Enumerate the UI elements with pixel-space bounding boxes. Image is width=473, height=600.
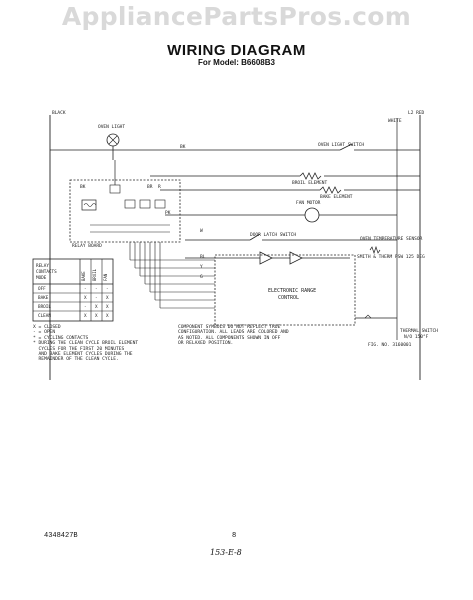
relay-table-col-fan: FAN: [103, 273, 108, 281]
relay-coil-1: [109, 184, 121, 194]
svg-text:-: -: [106, 287, 109, 292]
broil-element-icon: [299, 172, 322, 180]
label-oven-light-switch: OVEN LIGHT SWITCH: [318, 142, 364, 148]
label-fig-no: FIG. NO. 3160001: [368, 342, 412, 348]
diagram-subtitle: For Model: B6608B3: [198, 58, 275, 67]
svg-text:X: X: [106, 313, 109, 319]
relay-board-box: [69, 179, 181, 243]
label-thermal-switch: THERMAL SWITCH N/O 150°F: [400, 328, 441, 340]
relay-table-row-mode: BAKE: [38, 295, 49, 301]
component-notes: COMPONENT SYMBOLS DO NOT REFLECT TRUE CO…: [178, 325, 289, 347]
svg-text:X: X: [95, 313, 98, 319]
svg-text:-: -: [84, 287, 87, 292]
label-l2-red: L2 RED: [408, 110, 425, 116]
label-broil-element: BROIL ELEMENT: [292, 180, 328, 186]
door-latch-switch-icon: [249, 233, 261, 241]
svg-text:W: W: [200, 228, 203, 234]
svg-text:Y: Y: [200, 264, 203, 270]
svg-text:X: X: [106, 295, 109, 301]
legend-notes: X = CLOSED - = OPEN * = CYCLING CONTACTS…: [33, 325, 139, 363]
svg-text:-: -: [84, 305, 87, 310]
svg-text:BK: BK: [80, 184, 86, 190]
relay-table-row-mode: BROIL: [38, 304, 51, 310]
page-number: 8: [232, 532, 237, 540]
handwritten-mark: 153-E-8: [210, 548, 242, 557]
label-oven-light: OVEN LIGHT: [98, 124, 125, 130]
label-oven-temp-sensor: OVEN TEMPERATURE SENSOR: [360, 236, 423, 242]
label-thermal-fuse: SMITH & THERM PSW 125 DEG: [357, 254, 425, 260]
oven-light-switch-icon: [339, 143, 353, 151]
svg-text:R: R: [158, 184, 161, 190]
svg-text:X: X: [84, 295, 87, 301]
relay-table-col-broil: BROIL: [92, 268, 97, 281]
label-white-top: WHITE: [388, 118, 402, 124]
relay-coil-2: [124, 199, 136, 209]
watermark: AppliancePartsPros.com: [61, 2, 412, 31]
relay-table-row-mode: OFF: [38, 286, 46, 292]
svg-text:X: X: [95, 304, 98, 310]
svg-text:BL: BL: [200, 254, 206, 260]
label-door-latch-switch: DOOR LATCH SWITCH: [250, 232, 296, 238]
electronic-range-control-box: [214, 254, 356, 326]
svg-text:X: X: [84, 313, 87, 319]
label-bake-element: BAKE ELEMENT: [320, 194, 353, 200]
svg-text:PK: PK: [165, 210, 171, 216]
document-number: 4348427B: [44, 532, 78, 540]
svg-text:X: X: [106, 304, 109, 310]
label-black: BLACK: [52, 110, 66, 116]
relay-table-row-mode: CLEAN: [38, 313, 51, 319]
relay-table-header: RELAY CONTACTS MODE: [36, 263, 59, 281]
diagram-title: WIRING DIAGRAM: [167, 42, 306, 59]
relay-contacts-table: RELAY CONTACTS MODE BAKE BROIL FAN OFF -…: [32, 258, 114, 322]
label-electronic-range-control: ELECTRONIC RANGE CONTROL: [268, 288, 319, 301]
triangle-symbol-2: [289, 251, 303, 265]
svg-text:G: G: [200, 274, 203, 280]
svg-text:-: -: [95, 296, 98, 301]
fan-motor-icon: [304, 207, 320, 223]
triangle-symbol-1: [259, 251, 273, 265]
relay-table-col-bake: BAKE: [81, 271, 86, 281]
label-bk-main: BK: [180, 144, 186, 150]
temp-sensor-icon: [369, 245, 381, 255]
relay-coil-4: [154, 199, 166, 209]
label-relay-board: RELAY BOARD: [72, 243, 102, 249]
svg-text:BR: BR: [147, 184, 153, 190]
relay-coil-3: [139, 199, 151, 209]
bake-element-icon: [319, 186, 342, 194]
svg-text:-: -: [95, 287, 98, 292]
label-fan-motor: FAN MOTOR: [296, 200, 321, 206]
